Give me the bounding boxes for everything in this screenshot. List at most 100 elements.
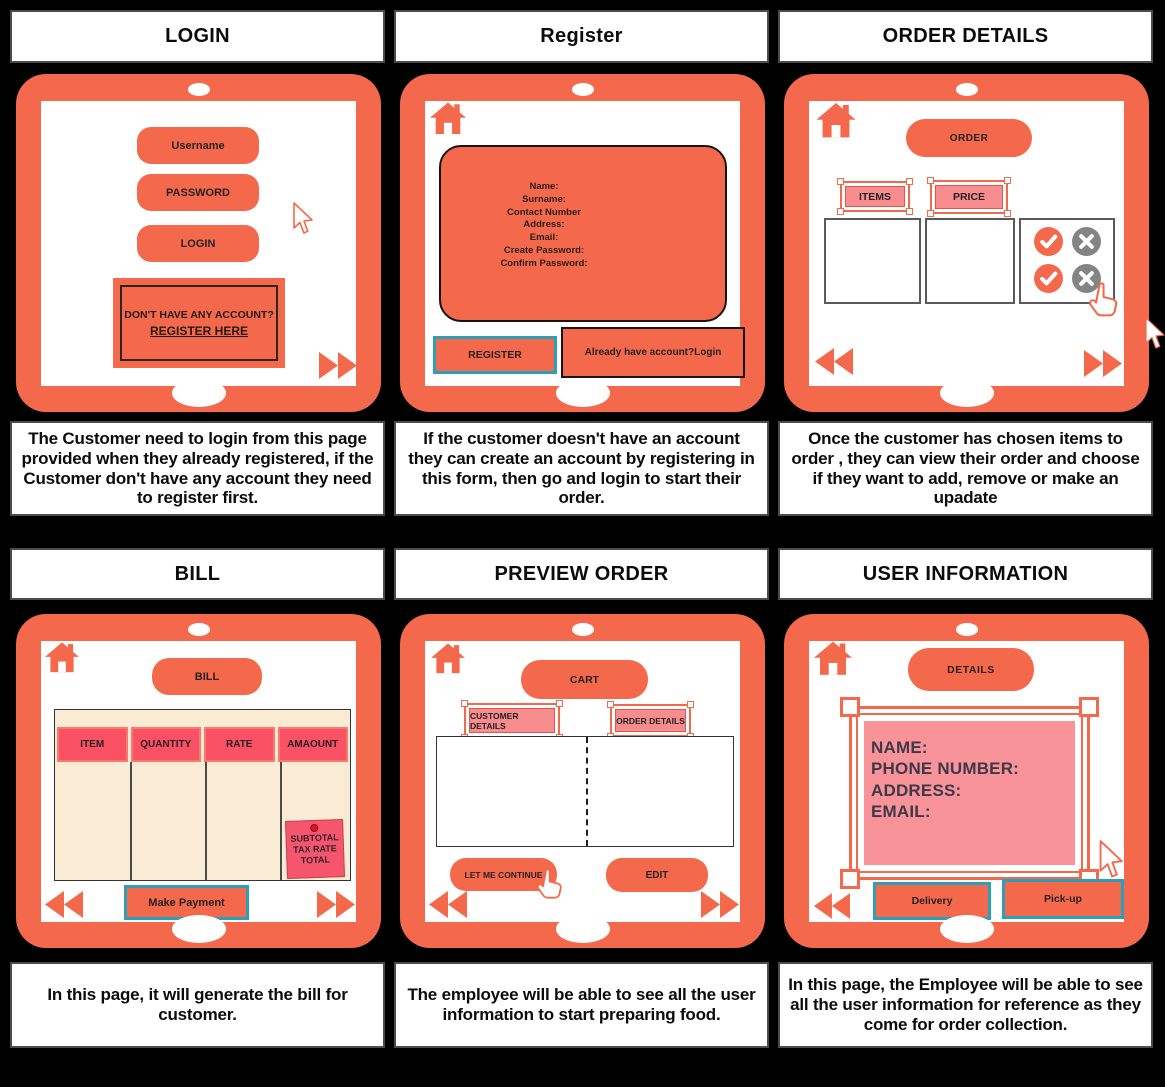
tablet-frame: DETAILS NAME: PHONE NUMBER: ADDRESS: EMA… xyxy=(784,614,1149,948)
panel-title-bill: BILL xyxy=(10,548,385,600)
selection-handle[interactable] xyxy=(556,700,563,707)
fast-forward-icon[interactable] xyxy=(1083,350,1123,377)
selection-handle[interactable] xyxy=(461,700,468,707)
customer-details-text: CUSTOMER DETAILS xyxy=(469,708,555,733)
items-list-box xyxy=(824,218,921,304)
pickup-button[interactable]: Pick-up xyxy=(1002,879,1124,919)
tablet-home-button[interactable] xyxy=(555,379,610,407)
fast-forward-icon[interactable] xyxy=(700,891,740,918)
login-button[interactable]: LOGIN xyxy=(137,225,259,262)
register-form-box: Name: Surname: Contact Number Address: E… xyxy=(439,145,727,322)
home-icon[interactable] xyxy=(45,642,79,674)
already-have-account-login-button[interactable]: Already have account?Login xyxy=(561,327,745,378)
selection-handle[interactable] xyxy=(607,701,614,708)
caption-order-details: Once the customer has chosen items to or… xyxy=(778,421,1153,516)
register-button[interactable]: REGISTER xyxy=(433,336,557,374)
selection-handle[interactable] xyxy=(687,701,694,708)
sticky-note-line: TAX RATE xyxy=(292,843,337,855)
panel-title-text: Register xyxy=(540,25,623,47)
tablet-home-button[interactable] xyxy=(939,379,994,407)
remove-x-icon[interactable] xyxy=(1072,227,1101,256)
selection-handle[interactable] xyxy=(927,210,934,217)
table-column-divider xyxy=(205,762,207,880)
price-label-text: PRICE xyxy=(935,185,1003,209)
selection-handle[interactable] xyxy=(837,178,844,185)
cart-button[interactable]: CART xyxy=(521,660,648,699)
actions-box xyxy=(1019,218,1115,304)
panel-title-preview-order: PREVIEW ORDER xyxy=(394,548,769,600)
column-header-quantity: QUANTITY xyxy=(130,727,201,762)
tablet-home-button[interactable] xyxy=(555,915,610,943)
panel-title-text: USER INFORMATION xyxy=(862,562,1069,585)
selection-handle[interactable] xyxy=(840,697,860,717)
user-info-line: EMAIL: xyxy=(871,801,931,821)
rewind-icon[interactable] xyxy=(812,893,850,919)
make-payment-button[interactable]: Make Payment xyxy=(124,885,249,920)
order-button[interactable]: ORDER xyxy=(906,119,1032,157)
selection-handle[interactable] xyxy=(837,208,844,215)
rewind-icon[interactable] xyxy=(813,348,853,375)
register-form-labels: Name: Surname: Contact Number Address: E… xyxy=(459,181,629,271)
details-button[interactable]: DETAILS xyxy=(908,648,1034,691)
user-info-line: NAME: xyxy=(871,738,928,757)
form-label: Email: xyxy=(529,232,559,244)
dashed-divider xyxy=(586,737,588,846)
tablet-frame: CART CUSTOMER DETAILS ORDER DETAILS xyxy=(400,614,765,948)
form-label: Name: xyxy=(529,181,559,192)
column-register: Register Name: Surname: Contact Number xyxy=(394,10,769,516)
panel-title-user-information: USER INFORMATION xyxy=(778,548,1153,600)
user-info-selected-box[interactable]: NAME: PHONE NUMBER: ADDRESS: EMAIL: xyxy=(840,697,1099,889)
panel-register: Name: Surname: Contact Number Address: E… xyxy=(394,70,769,412)
order-details-label[interactable]: ORDER DETAILS xyxy=(607,701,694,740)
tablet-camera-dot xyxy=(187,623,210,636)
register-here-link[interactable]: REGISTER HERE xyxy=(149,323,248,338)
password-field[interactable]: PASSWORD xyxy=(137,174,259,211)
panel-user-information: DETAILS NAME: PHONE NUMBER: ADDRESS: EMA… xyxy=(778,610,1153,948)
edit-button[interactable]: EDIT xyxy=(606,858,708,892)
rewind-icon[interactable] xyxy=(43,891,83,918)
home-icon[interactable] xyxy=(814,641,852,677)
tablet-camera-dot xyxy=(187,83,210,96)
form-label: Surname: xyxy=(522,193,566,205)
rewind-icon[interactable] xyxy=(427,891,467,918)
confirm-check-icon[interactable] xyxy=(1034,227,1063,256)
caption-login: The Customer need to login from this pag… xyxy=(10,421,385,516)
selection-handle[interactable] xyxy=(1079,697,1099,717)
panel-title-order-details: ORDER DETAILS xyxy=(778,10,1153,63)
caption-preview-order: The employee will be able to see all the… xyxy=(394,962,769,1048)
column-header-amaount: AMAOUNT xyxy=(277,727,348,762)
home-icon[interactable] xyxy=(430,102,466,136)
selection-handle[interactable] xyxy=(1004,177,1011,184)
delivery-button[interactable]: Delivery xyxy=(873,882,991,920)
column-preview-order: PREVIEW ORDER CART CUSTOMER DETAILS xyxy=(394,548,769,1048)
selection-handle[interactable] xyxy=(927,177,934,184)
home-icon[interactable] xyxy=(816,103,856,139)
panel-title-text: ORDER DETAILS xyxy=(882,25,1049,47)
sticky-note-line: TOTAL xyxy=(300,854,331,866)
selection-handle[interactable] xyxy=(1004,210,1011,217)
tablet-home-button[interactable] xyxy=(171,379,226,407)
user-info-panel: NAME: PHONE NUMBER: ADDRESS: EMAIL: xyxy=(864,721,1075,865)
tablet-home-button[interactable] xyxy=(171,915,226,943)
selection-handle[interactable] xyxy=(906,208,913,215)
tablet-frame: Name: Surname: Contact Number Address: E… xyxy=(400,74,765,412)
fast-forward-icon[interactable] xyxy=(316,891,356,918)
username-field[interactable]: Username xyxy=(137,127,259,164)
confirm-check-icon[interactable] xyxy=(1034,264,1063,293)
selection-handle[interactable] xyxy=(906,178,913,185)
panel-title-text: BILL xyxy=(174,562,221,585)
price-list-box xyxy=(925,218,1015,304)
login-screen: Username PASSWORD LOGIN DON'T HAVE ANY A… xyxy=(41,101,358,386)
storyboard-row-2: BILL BILL ITEM QUANTITY R xyxy=(10,548,1165,1048)
bill-button[interactable]: BILL xyxy=(152,658,262,695)
selection-handle[interactable] xyxy=(840,869,860,889)
tablet-home-button[interactable] xyxy=(939,915,994,943)
home-icon[interactable] xyxy=(431,643,465,675)
bill-table-header-row: ITEM QUANTITY RATE AMAOUNT xyxy=(57,727,348,762)
customer-details-label[interactable]: CUSTOMER DETAILS xyxy=(461,700,563,741)
pin-icon xyxy=(310,823,319,833)
items-label[interactable]: ITEMS xyxy=(837,178,913,215)
price-label[interactable]: PRICE xyxy=(927,177,1011,217)
remove-x-icon[interactable] xyxy=(1072,264,1101,293)
fast-forward-icon[interactable] xyxy=(318,352,358,379)
